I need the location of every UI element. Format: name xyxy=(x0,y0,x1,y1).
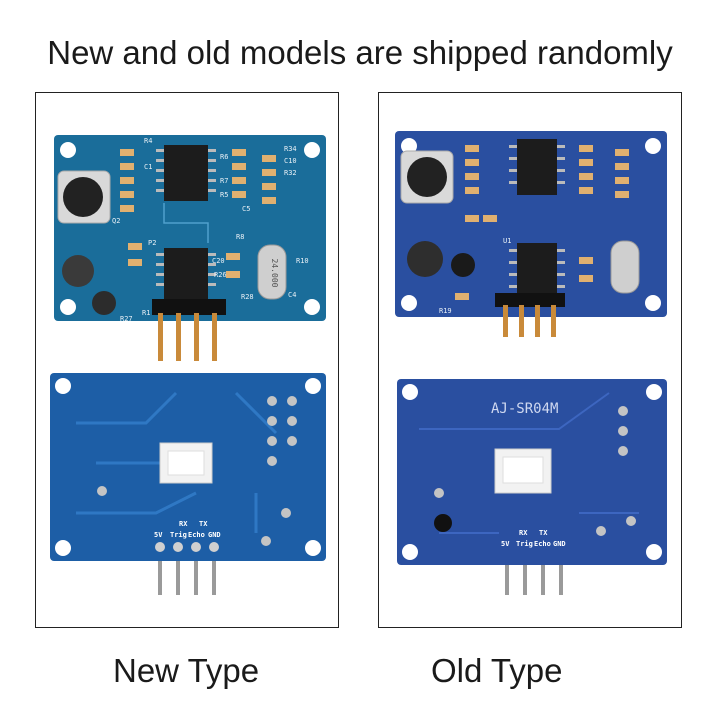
old-pin-trig-label: Trig xyxy=(516,540,533,548)
silk-r19: R19 xyxy=(439,307,452,315)
silk-q2: Q2 xyxy=(112,217,120,225)
silk-p2: P2 xyxy=(148,239,156,247)
silk-c4: C4 xyxy=(288,291,296,299)
silk-c1: C1 xyxy=(144,163,152,171)
new-type-caption: New Type xyxy=(113,652,260,689)
silk-r4: R4 xyxy=(144,137,152,145)
old-type-boards-illustration: R19 U1 AJ-SR04M xyxy=(395,131,667,595)
new-board-front: 24.000 R4 R34 C10 R32 R6 R7 R5 C5 R2 xyxy=(54,135,326,361)
silk-r7: R7 xyxy=(220,177,228,185)
crystal-label: 24.000 xyxy=(270,259,279,288)
old-pin-tx-label: TX xyxy=(539,529,548,537)
silk-u1: U1 xyxy=(503,237,511,245)
new-pin-gnd-label: GND xyxy=(208,531,221,539)
old-model-label: AJ-SR04M xyxy=(491,401,558,417)
old-pin-5v-label: 5V xyxy=(501,540,510,548)
silk-r1: R1 xyxy=(142,309,150,317)
silk-r32: R32 xyxy=(284,169,297,177)
silk-r34: R34 xyxy=(284,145,297,153)
old-pin-echo-label: Echo xyxy=(534,540,551,548)
old-type-caption: Old Type xyxy=(431,652,563,689)
silk-c20: C20 xyxy=(212,257,225,265)
new-board-back: RX TX 5V Trig Echo GND xyxy=(50,373,326,595)
silk-r10: R10 xyxy=(296,257,309,265)
new-pin-echo-label: Echo xyxy=(188,531,205,539)
old-board-front: R19 U1 xyxy=(395,131,667,337)
new-type-panel: 24.000 R4 R34 C10 R32 R6 R7 R5 C5 R2 xyxy=(35,92,339,628)
silk-r27: R27 xyxy=(120,315,133,323)
silk-c5: C5 xyxy=(242,205,250,213)
silk-r6: R6 xyxy=(220,153,228,161)
old-pin-gnd-label: GND xyxy=(553,540,566,548)
new-pin-rx-label: RX xyxy=(179,520,188,528)
silk-r26: R26 xyxy=(214,271,227,279)
new-type-boards-illustration: 24.000 R4 R34 C10 R32 R6 R7 R5 C5 R2 xyxy=(50,135,326,595)
headline: New and old models are shipped randomly xyxy=(47,34,673,71)
old-board-back: AJ-SR04M RX TX 5V Trig Echo GND xyxy=(397,379,667,595)
silk-r8: R8 xyxy=(236,233,244,241)
silk-r28: R28 xyxy=(241,293,254,301)
silk-c10: C10 xyxy=(284,157,297,165)
new-pin-tx-label: TX xyxy=(199,520,208,528)
old-type-panel: R19 U1 AJ-SR04M xyxy=(378,92,682,628)
new-pin-trig-label: Trig xyxy=(170,531,187,539)
new-pin-5v-label: 5V xyxy=(154,531,163,539)
old-pin-rx-label: RX xyxy=(519,529,528,537)
silk-r5: R5 xyxy=(220,191,228,199)
